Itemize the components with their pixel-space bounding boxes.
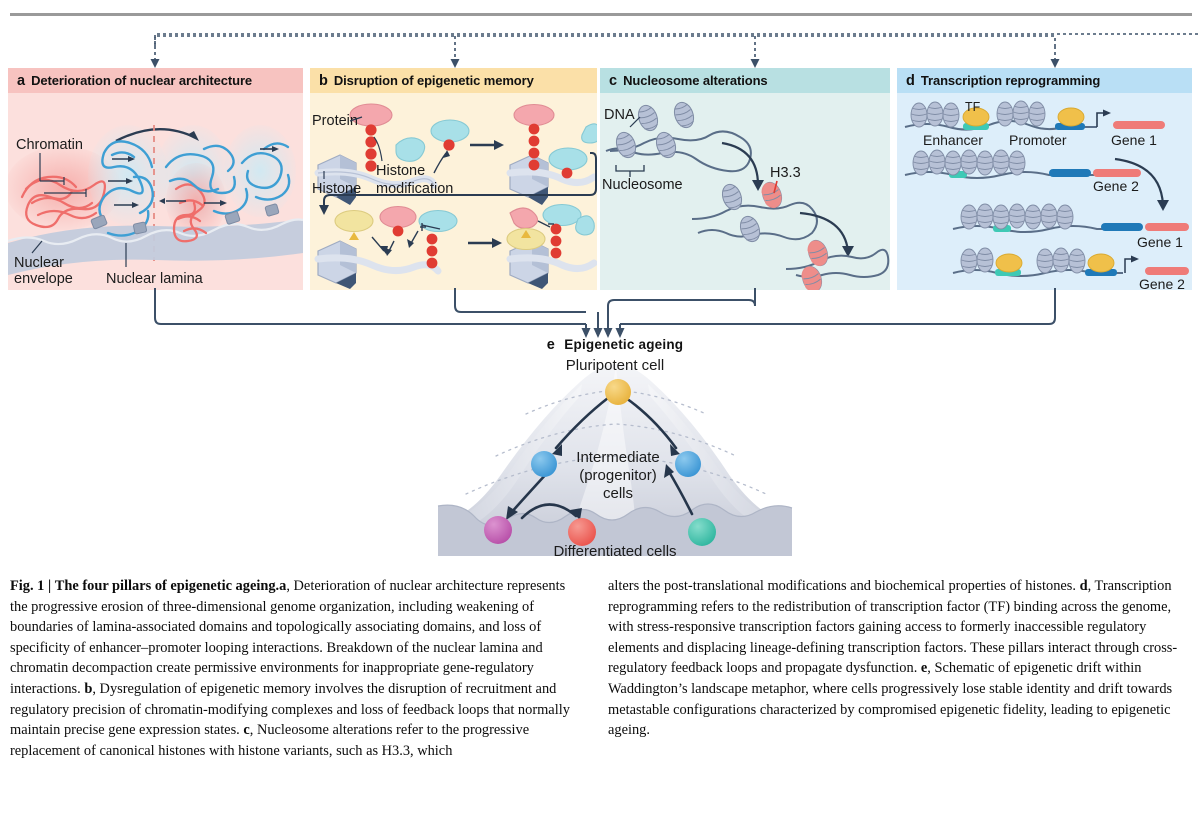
figure-caption: Fig. 1 | The four pillars of epigenetic … [10,576,1192,816]
panel-d-label-gene2-row2: Gene 2 [1093,178,1139,194]
caption-right-body: alters the post-translational modificati… [608,578,1178,739]
cell-intermediate-left [531,451,557,477]
panel-c-label-h33: H3.3 [770,165,801,181]
caption-column-right: alters the post-translational modificati… [608,576,1178,741]
b-row2-left [314,205,502,289]
panel-d-label-tf: TF [965,100,981,114]
cell-differentiated-teal [688,518,716,546]
panel-b-letter: b [319,72,328,89]
panel-d-label-gene2-row4: Gene 2 [1139,276,1185,290]
panel-a-label-envelope-l2: envelope [14,271,73,287]
panel-c-header: c Nucleosome alterations [600,68,890,93]
panel-c-label-dna: DNA [604,107,635,123]
panel-c-title: Nucleosome alterations [623,73,768,88]
top-divider-rule [10,13,1192,16]
caption-left-body: a, Deterioration of nuclear architecture… [10,578,570,759]
panel-e-label-intermediate-l1: Intermediate [576,449,659,466]
pillar-panels-row: a Deterioration of nuclear architecture [8,68,1192,290]
panel-d-letter: d [906,72,915,89]
panel-a-body: Chromatin Nuclear envelope Nuclear lamin… [8,93,303,290]
b-row2-right [506,203,597,289]
top-distributor-connector [150,33,1200,68]
panel-d-header: d Transcription reprogramming [897,68,1192,93]
panel-d-label-enhancer: Enhancer [923,132,983,148]
panel-b-illustration: Protein Histone Histone modification [312,103,597,289]
panel-a-letter: a [17,72,26,89]
panel-a-header: a Deterioration of nuclear architecture [8,68,303,93]
panel-d-label-gene1-row1: Gene 1 [1111,132,1157,148]
panel-a-illustration: Chromatin Nuclear envelope Nuclear lamin… [8,125,303,287]
panel-a-nuclear-architecture[interactable]: a Deterioration of nuclear architecture [8,68,303,290]
panel-d-label-promoter: Promoter [1009,132,1067,148]
panel-c-nucleosome-alterations[interactable]: c Nucleosome alterations [600,68,890,290]
panel-a-label-envelope-l1: Nuclear [14,255,64,271]
panel-e-epigenetic-ageing[interactable]: e Epigenetic ageing [430,336,800,566]
cell-pluripotent [605,379,631,405]
d-row3: Gene 1 [952,203,1189,250]
panel-b-body: Protein Histone Histone modification [310,93,597,290]
panel-e-title: Epigenetic ageing [564,337,684,352]
panel-e-label-pluripotent: Pluripotent cell [566,357,664,374]
panel-c-label-nucleosome: Nucleosome [602,177,683,193]
panel-e-letter: e [546,337,555,353]
cell-intermediate-right [675,451,701,477]
panel-d-transcription-reprogramming[interactable]: d Transcription reprogramming [897,68,1192,290]
panel-a-title: Deterioration of nuclear architecture [31,73,253,88]
bottom-convergence-connector [154,288,1056,338]
panel-b-header: b Disruption of epigenetic memory [310,68,597,93]
d-row2: Gene 2 [904,149,1169,211]
b-row1-right [506,103,597,205]
panel-c-body: DNA Nucleosome H3.3 [600,93,890,290]
panel-d-illustration: TF Enhancer Promoter Gene 1 [904,100,1189,290]
panel-a-label-chromatin: Chromatin [16,137,83,153]
panel-e-label-intermediate-l3: cells [603,485,633,502]
panel-d-label-gene1-row3: Gene 1 [1137,234,1183,250]
panel-b-epigenetic-memory[interactable]: b Disruption of epigenetic memory [310,68,597,290]
cell-differentiated-magenta [484,516,512,544]
panel-c-illustration: DNA Nucleosome H3.3 [602,99,890,290]
panel-d-title: Transcription reprogramming [920,73,1101,88]
caption-figure-number: Fig. 1 [10,578,45,594]
b-row1-left [314,103,504,205]
d-row1: TF Enhancer Promoter Gene 1 [904,100,1165,148]
panel-b-label-hm-l2: modification [376,181,453,197]
panel-e-header: e Epigenetic ageing [430,336,800,354]
panel-c-letter: c [609,72,618,89]
panel-e-illustration: Pluripotent cell Intermediate (progenito… [437,357,793,560]
panel-a-label-lamina: Nuclear lamina [106,271,204,287]
panel-e-label-differentiated: Differentiated cells [553,543,676,560]
cell-differentiated-red [568,518,596,546]
panel-b-title: Disruption of epigenetic memory [333,73,534,88]
panel-b-label-protein: Protein [312,113,358,129]
d-row4: Gene 2 [952,247,1189,290]
panel-b-label-hm-l1: Histone [376,163,425,179]
caption-column-left: Fig. 1 | The four pillars of epigenetic … [10,578,570,759]
panel-d-body: TF Enhancer Promoter Gene 1 [897,93,1192,290]
panel-e-label-intermediate-l2: (progenitor) [579,467,657,484]
caption-figure-title: The four pillars of epigenetic ageing. [54,578,280,594]
panel-b-label-histone: Histone [312,181,361,197]
